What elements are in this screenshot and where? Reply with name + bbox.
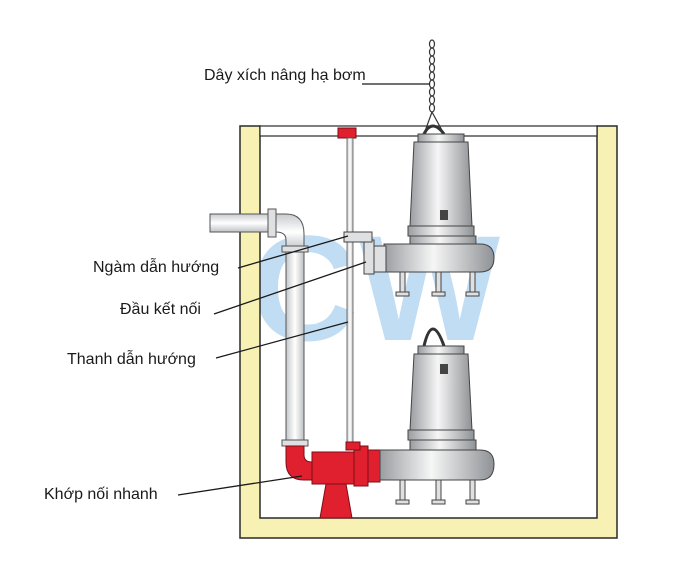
guide-rail <box>346 137 354 451</box>
label-chain: Dây xích nâng hạ bơm <box>204 67 366 84</box>
quick-coupling <box>285 441 381 519</box>
label-guide-rail: Thanh dẫn hướng <box>67 349 196 368</box>
leader-guide-rail <box>215 321 349 359</box>
top-bracket <box>337 127 357 139</box>
leader-guide-bracket <box>237 235 349 269</box>
leader-quick-coupling <box>177 475 303 496</box>
label-guide-bracket: Ngàm dẫn hướng <box>93 257 219 276</box>
pump-lower <box>379 327 495 505</box>
pump-upper <box>343 124 495 297</box>
label-quick-coupling: Khớp nối nhanh <box>44 486 158 503</box>
label-connector-head: Đầu kết nối <box>120 301 201 318</box>
leader-connector-head <box>213 261 367 315</box>
lifting-chain <box>423 39 445 135</box>
discharge-pipe <box>209 208 309 447</box>
